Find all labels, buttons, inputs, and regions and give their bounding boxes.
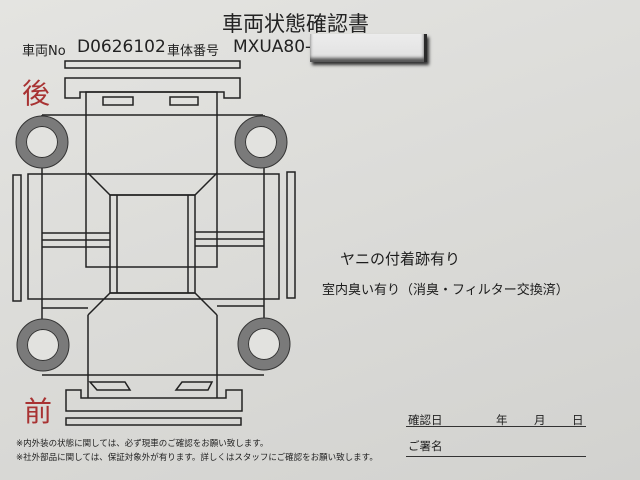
redaction-sticker — [310, 34, 427, 62]
vehicle-diagram — [12, 60, 296, 426]
vehicle-no-label: 車両No — [22, 44, 66, 59]
rear-bumper-bar — [64, 60, 241, 69]
remark-2: 室内臭い有り（消臭・フィルター交換済） — [322, 283, 569, 298]
vehicle-no: D0626102 — [77, 37, 166, 57]
rear-bumper — [64, 77, 241, 99]
front-bumper — [65, 389, 243, 412]
disclaimer-1: ※内外装の状態に関しては、必ず現車のご確認をお願い致します。 — [16, 439, 269, 449]
chassis-label: 車体番号 — [167, 44, 220, 59]
document-title: 車両状態確認書 — [222, 12, 369, 36]
rear-label: 後 — [22, 77, 51, 110]
chassis-no: MXUA80- — [233, 37, 312, 57]
day-label: 日 — [572, 413, 584, 427]
front-bumper-bar — [65, 417, 242, 426]
remark-1: ヤニの付着跡有り — [340, 250, 461, 268]
year-label: 年 — [496, 413, 508, 427]
signature-label: ご署名 — [408, 439, 443, 453]
signature-line[interactable] — [406, 456, 586, 457]
date-line[interactable] — [406, 426, 586, 427]
tires — [15, 115, 291, 372]
month-label: 月 — [534, 413, 546, 427]
date-label: 確認日 — [408, 413, 443, 427]
front-label: 前 — [24, 395, 53, 428]
disclaimer-2: ※社外部品に関しては、保証対象外が有ります。詳しくはスタッフにご確認をお願い致し… — [16, 453, 378, 463]
